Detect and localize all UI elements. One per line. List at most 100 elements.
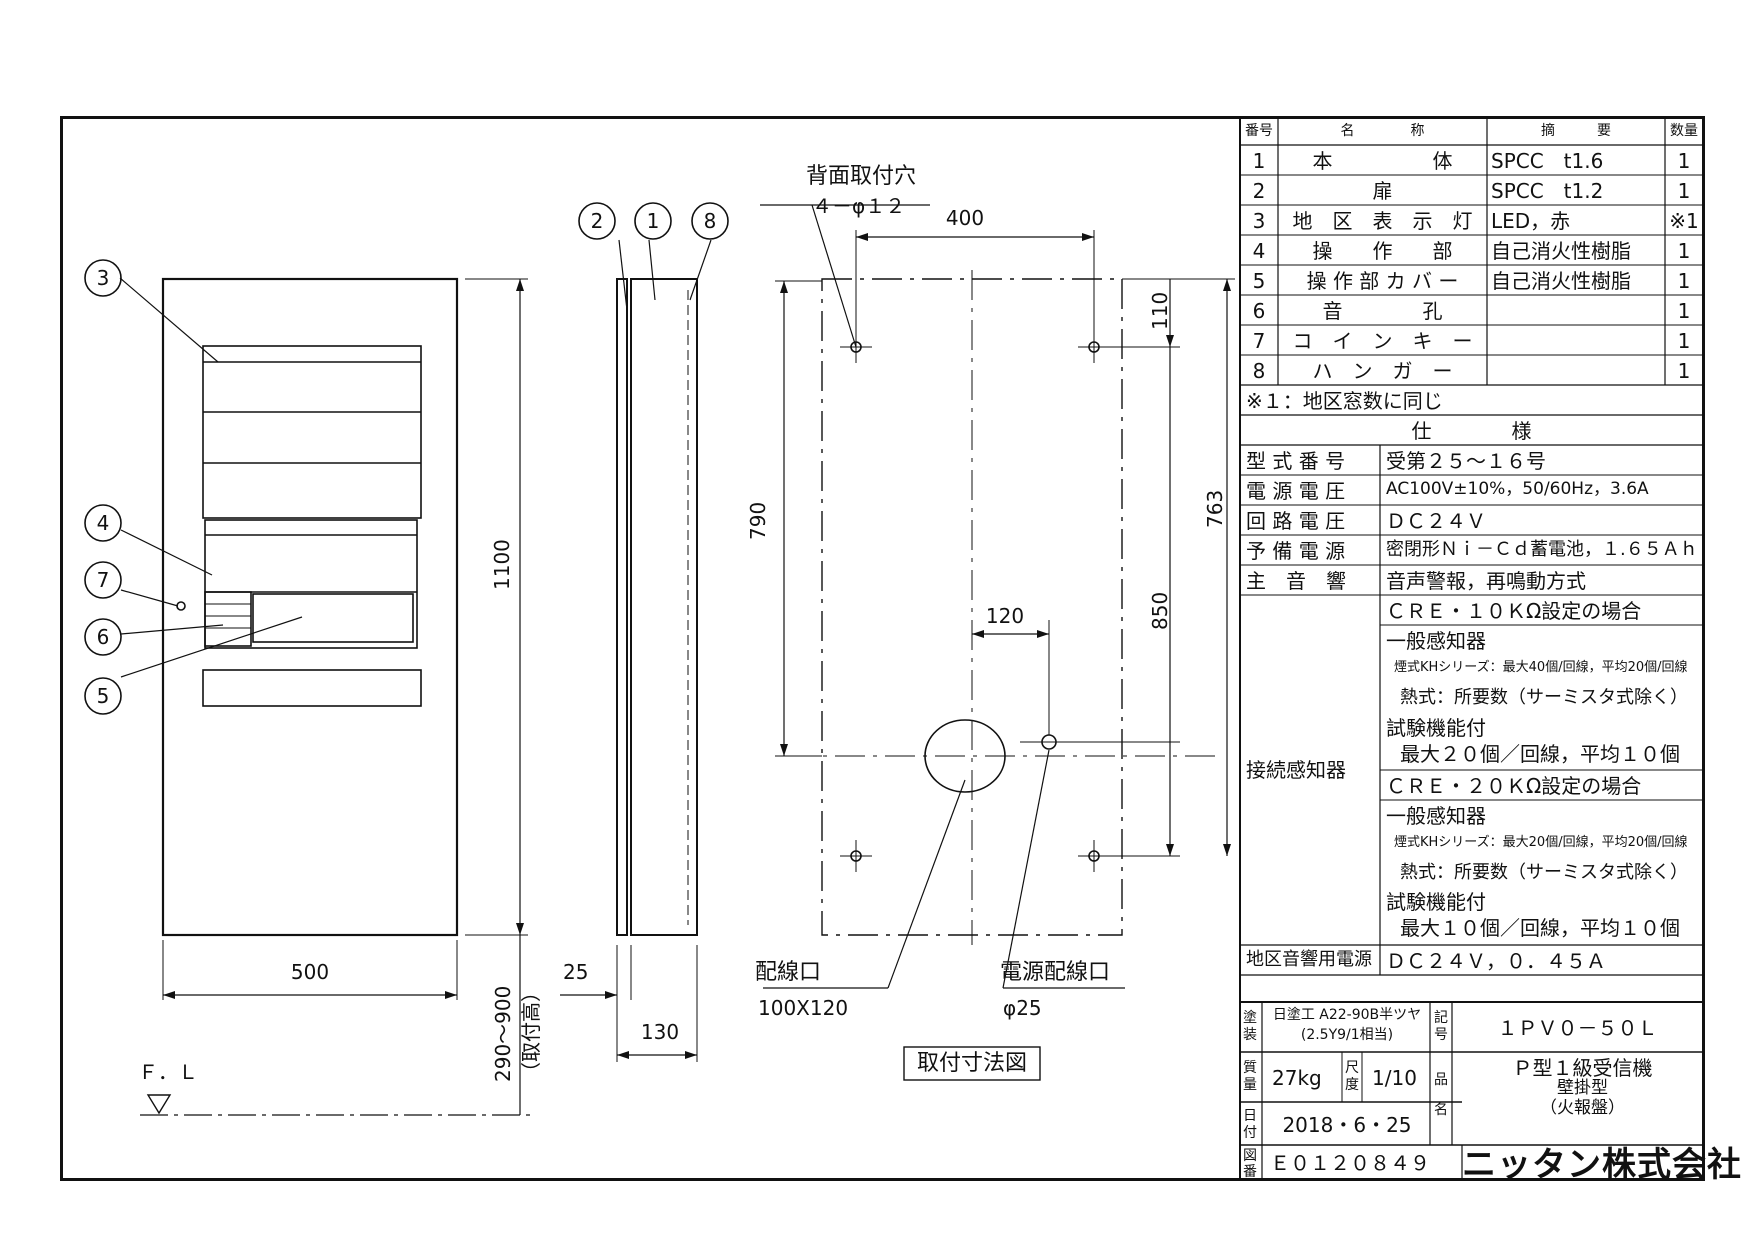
callout-6: 6: [96, 625, 110, 649]
spec-label: 電 源 電 圧: [1246, 479, 1346, 503]
detector-line: 煙式KHシリーズ：最大40個/回線，平均20個/回線: [1394, 660, 1688, 675]
callout-4: 4: [96, 511, 110, 535]
dim-hole-offset-top: 110: [1148, 291, 1172, 330]
part-no: 2: [1252, 179, 1266, 203]
dim-side-depth: 130: [640, 1020, 680, 1044]
paint-value-1: 日塗工 A22-90B半ツヤ: [1272, 1007, 1422, 1023]
date-label: 日付: [1243, 1108, 1257, 1141]
parts-header-name: 名 称: [1340, 123, 1425, 139]
mount-title-box: [903, 1046, 1041, 1081]
spec-value: 音声警報，再鳴動方式: [1386, 569, 1586, 593]
side-door: [616, 278, 628, 936]
part-qty: 1: [1677, 299, 1691, 323]
parts-header-spec: 摘 要: [1541, 123, 1611, 139]
floor-level-label: Ｆ．Ｌ: [138, 1060, 198, 1084]
part-qty: ※1: [1669, 209, 1699, 233]
spec-label: 主 音 響: [1246, 569, 1346, 593]
scale-value: 1/10: [1372, 1066, 1417, 1090]
power-hole-label: 電源配線口: [1000, 960, 1111, 985]
part-qty: 1: [1677, 239, 1691, 263]
part-no: 7: [1252, 329, 1266, 353]
dim-mount-height: 290～900: [491, 985, 515, 1082]
callout-1: 1: [646, 209, 660, 233]
detector-label: 接続感知器: [1246, 758, 1346, 782]
power-hole-size: φ25: [1003, 996, 1042, 1020]
wiring-hole-label: 配線口: [755, 960, 822, 985]
spec-label: 型 式 番 号: [1246, 449, 1346, 473]
alarm-power-value: ＤＣ２４Ｖ，０．４５Ａ: [1386, 949, 1606, 973]
spec-value: 密閉形Ｎｉ－Ｃｄ蓄電池，１.６５Ａｈ: [1386, 539, 1698, 560]
front-lower-panel: [202, 669, 422, 707]
part-no: 6: [1252, 299, 1266, 323]
coin-key: [176, 601, 186, 611]
product-label: 品名: [1434, 1072, 1448, 1118]
detector-line: ＣＲＥ・１０ＫΩ設定の場合: [1386, 599, 1642, 623]
part-spec: SPCC t1.6: [1491, 149, 1604, 173]
spec-title: 仕 様: [1411, 419, 1532, 443]
dim-mount-height-note: （取付高）: [519, 982, 543, 1082]
spec-value: ＤＣ２４Ｖ: [1386, 509, 1486, 533]
part-name: 地 区 表 示 灯: [1292, 209, 1473, 233]
dim-front-height: 1100: [490, 539, 514, 590]
callout-8: 8: [703, 209, 717, 233]
dim-hole-to-center: 790: [746, 501, 770, 540]
front-display-panel: [202, 345, 422, 519]
paint-label: 塗装: [1243, 1010, 1257, 1043]
detector-line: 熱式：所要数（サーミスタ式除く）: [1400, 862, 1688, 883]
detector-line: ＣＲＥ・２０ＫΩ設定の場合: [1386, 774, 1642, 798]
rear-hole-label: 背面取付穴: [806, 164, 917, 189]
part-spec: SPCC t1.2: [1491, 179, 1604, 203]
part-name: 本 体: [1312, 149, 1453, 173]
dim-cable-offset: 120: [985, 604, 1025, 628]
wiring-hole-size: 100X120: [758, 996, 849, 1020]
part-no: 5: [1252, 269, 1266, 293]
rear-hole-spec: ４－φ１２: [812, 194, 906, 218]
product-line-2: 壁掛型: [1557, 1078, 1608, 1098]
part-qty: 1: [1677, 149, 1691, 173]
dim-hole-pitch-h: 400: [945, 206, 985, 230]
date-value: 2018・6・25: [1282, 1113, 1412, 1137]
detector-line: 煙式KHシリーズ：最大20個/回線，平均20個/回線: [1394, 835, 1688, 850]
front-control-panel: [204, 519, 418, 649]
part-qty: 1: [1677, 359, 1691, 383]
part-no: 1: [1252, 149, 1266, 173]
mount-title: 取付寸法図: [916, 1051, 1027, 1076]
symbol-label: 記号: [1434, 1010, 1448, 1043]
detector-line: 一般感知器: [1386, 629, 1486, 653]
dim-door-thickness: 25: [563, 960, 589, 984]
part-no: 4: [1252, 239, 1266, 263]
callout-2: 2: [590, 209, 604, 233]
drawing-no-label: 図番: [1243, 1148, 1257, 1180]
part-name: 操 作 部 カ バ ー: [1306, 269, 1459, 293]
part-spec: LED，赤: [1491, 209, 1571, 233]
part-name: 扉: [1372, 179, 1393, 203]
callout-3: 3: [96, 266, 110, 290]
mass-value: 27kg: [1272, 1066, 1322, 1090]
callout-5: 5: [96, 684, 110, 708]
front-body-outline: [161, 277, 459, 937]
paint-value-2: (2.5Y9/1相当): [1300, 1027, 1394, 1043]
part-spec: 自己消火性樹脂: [1491, 239, 1631, 263]
wiring-hole: [924, 719, 1006, 793]
scale-label: 尺度: [1345, 1060, 1359, 1093]
detector-line: 最大１０個／回線，平均１０個: [1400, 916, 1680, 940]
part-qty: 1: [1677, 329, 1691, 353]
part-qty: 1: [1677, 269, 1691, 293]
detector-line: 試験機能付: [1386, 890, 1486, 914]
part-qty: 1: [1677, 179, 1691, 203]
dim-cable-height: 850: [1148, 591, 1172, 630]
side-body: [630, 278, 698, 936]
drawing-no-value: Ｅ０１２０８４９: [1270, 1151, 1430, 1175]
detector-line: 最大２０個／回線，平均１０個: [1400, 742, 1680, 766]
part-no: 8: [1252, 359, 1266, 383]
dim-hole-pitch-v: 763: [1203, 489, 1227, 528]
detector-line: 一般感知器: [1386, 804, 1486, 828]
callout-7: 7: [96, 568, 110, 592]
parts-header-no: 番号: [1245, 123, 1273, 139]
alarm-power-label: 地区音響用電源: [1246, 949, 1372, 970]
dim-front-width: 500: [290, 960, 330, 984]
spec-value: 受第２５～１６号: [1386, 449, 1546, 473]
part-name: ハ ン ガ ー: [1312, 359, 1453, 383]
spec-value: AC100V±10%，50/60Hz，3.6A: [1386, 479, 1649, 499]
